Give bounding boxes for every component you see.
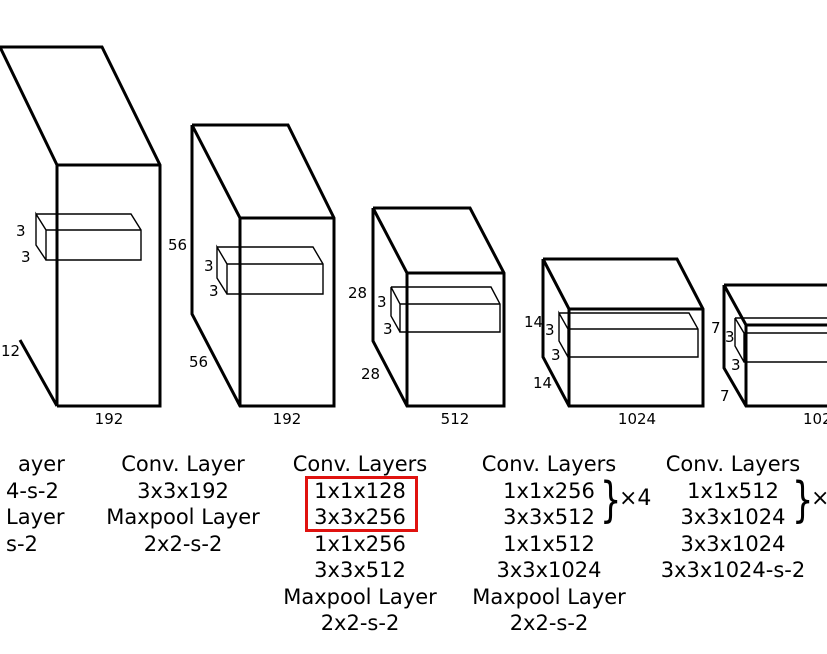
block-1-volume: 3 3 56 56 192 [168,123,336,428]
block-4-caption-line-5: 3x3x1024-s-2 [660,558,806,582]
block-2-caption-line-4: 1x1x256 [314,531,406,556]
block-2-caption-line-6: Maxpool Layer [283,584,437,609]
block-3-caption-line-4: 1x1x512 [503,531,595,556]
block-0-kernel-b: 3 [21,248,31,266]
block-1-width: 56 [189,353,208,371]
block-3-caption-line-3: 3x3x512 [503,505,595,529]
block-3-kernel-a: 3 [545,321,555,339]
block-0-kernel-a: 3 [16,222,26,240]
block-0-caption-line-2: 4-s-2 [6,478,59,503]
block-4-width: 7 [720,387,730,405]
block-4-caption-line-3: 3x3x1024 [680,505,786,529]
block-3-caption-line-1: Conv. Layers [481,452,617,476]
block-4-height: 7 [711,319,721,337]
block-3-kernel-b: 3 [551,346,561,364]
block-3-brace: } [600,472,622,528]
block-0-caption: ayer 4-s-2 Layer s-2 [6,451,79,557]
block-4-caption-line-4: 3x3x1024 [680,531,786,556]
block-3-height: 14 [524,313,543,331]
block-1-caption-line-1: Conv. Layer [121,452,245,476]
block-4-depth: 102 [803,410,827,428]
block-0-caption-line-1: ayer [18,452,65,476]
block-3-width: 14 [533,374,552,392]
block-3-caption-line-6: Maxpool Layer [472,584,626,609]
block-3-caption-line-7: 2x2-s-2 [509,611,589,635]
block-1-caption-line-2: 3x3x192 [137,478,229,503]
block-0-caption-line-3: Layer [6,505,65,529]
block-2-width: 28 [361,365,380,383]
block-1-depth: 192 [273,410,302,428]
block-0-depth: 192 [95,410,124,428]
block-0-volume: 3 3 12 [0,45,162,408]
block-2-kernel-a: 3 [377,293,387,311]
block-4-caption-line-2: 1x1x512 [687,478,779,503]
block-2-volume: 3 3 28 28 512 [348,206,506,428]
block-1-caption: Conv. Layer 3x3x192 Maxpool Layer 2x2-s-… [106,451,260,557]
block-3-caption: Conv. Layers 1x1x256 3x3x512 1x1x512 3x3… [472,451,626,637]
block-4-volume: 3 3 7 7 102 [711,283,827,428]
block-4-caption-line-1: Conv. Layers [665,452,801,476]
block-2-kernel-b: 3 [383,320,393,338]
block-4-caption: Conv. Layers 1x1x512 3x3x1024 3x3x1024 3… [661,451,805,584]
block-2-caption-line-7: 2x2-s-2 [320,611,400,635]
block-3-caption-line-2: 1x1x256 [503,478,595,503]
block-4-kernel-b: 3 [731,356,741,374]
block-2-caption-line-3: 3x3x256 [314,505,406,529]
block-3-volume: 3 3 14 14 1024 [524,257,705,428]
block-3-depth: 1024 [618,410,656,428]
highlight-box [305,476,418,532]
block-4-brace: } [792,472,814,528]
block-1-caption-line-3: Maxpool Layer [106,505,260,529]
block-1-height: 56 [168,236,187,254]
block-3-repeat: ×4 [619,486,652,511]
block-1-caption-line-4: 2x2-s-2 [143,531,223,556]
block-3-caption-line-5: 3x3x1024 [496,558,602,582]
block-4-kernel-a: 3 [725,328,735,346]
block-2-height: 28 [348,284,367,302]
block-1-kernel-b: 3 [209,282,219,300]
block-2-caption-line-1: Conv. Layers [292,452,428,476]
block-2-depth: 512 [441,410,470,428]
block-0-caption-line-4: s-2 [6,531,38,556]
block-4-repeat: × [811,486,827,511]
block-2-caption: Conv. Layers 1x1x128 3x3x256 1x1x256 3x3… [283,451,437,637]
block-1-kernel-a: 3 [204,257,214,275]
block-2-caption-line-5: 3x3x512 [314,558,406,582]
block-0-dim: 12 [1,342,20,360]
block-2-caption-line-2: 1x1x128 [314,478,406,503]
